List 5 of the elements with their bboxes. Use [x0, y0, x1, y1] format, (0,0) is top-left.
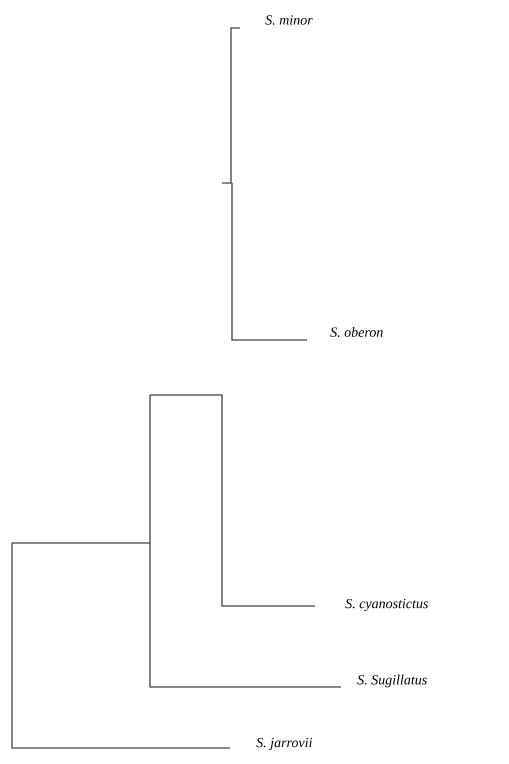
species-label: S. jarrovii	[256, 738, 312, 750]
species-label: S. Sugillatus	[357, 674, 427, 688]
species-label: S. cyanostictus	[345, 598, 428, 612]
species-label: S. oberon	[330, 327, 383, 337]
species-label: S. minor	[265, 15, 313, 25]
